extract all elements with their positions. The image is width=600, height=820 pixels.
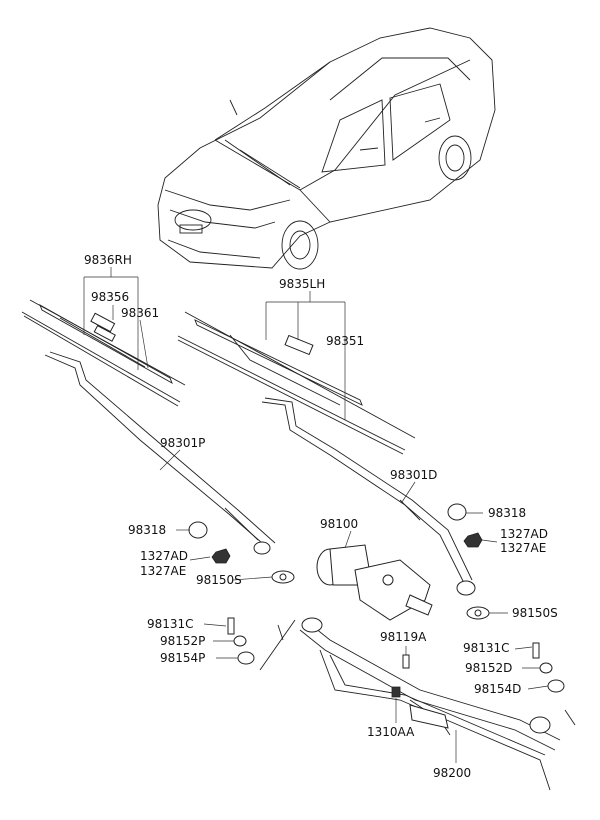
- label-98119a: 98119A: [380, 630, 427, 644]
- label-98150s-left: 98150S: [196, 573, 242, 587]
- label-98351: 98351: [326, 334, 364, 348]
- arm-98301p: [44, 351, 276, 555]
- label-98131c-right: 98131C: [463, 641, 510, 655]
- label-9835lh: 9835LH: [279, 277, 325, 291]
- label-98301d: 98301D: [390, 468, 437, 482]
- label-98154p: 98154P: [160, 651, 205, 665]
- label-98150s-right: 98150S: [512, 606, 558, 620]
- leader-lines: [83, 267, 549, 763]
- blade-rh: [21, 299, 186, 407]
- blade-lh: [177, 311, 416, 455]
- label-98100: 98100: [320, 517, 358, 531]
- bushing-98152p: [233, 635, 247, 647]
- linkage-98200: [259, 617, 576, 791]
- cap-98318-right: [447, 503, 467, 521]
- bushing-98152d: [539, 662, 553, 674]
- part-labels: 9836RH 98356 98361 9835LH 98351 98301P 9…: [84, 253, 558, 780]
- label-1327ad-left: 1327AD: [140, 549, 188, 563]
- label-98318-left: 98318: [128, 523, 166, 537]
- motor-98100: [316, 544, 433, 621]
- arm-98301d: [261, 397, 476, 596]
- nut-1310aa: [391, 686, 401, 698]
- bolt-98131c-right: [532, 642, 540, 659]
- nut-1327-left: [211, 548, 231, 564]
- bolt-98119a: [402, 654, 410, 669]
- bushing-98154d: [547, 679, 565, 693]
- label-98361: 98361: [121, 306, 159, 320]
- label-98318-right: 98318: [488, 506, 526, 520]
- label-1327ad-right: 1327AD: [500, 527, 548, 541]
- bolt-98131c-left: [227, 617, 235, 635]
- bushing-98154p: [237, 651, 255, 665]
- label-98200: 98200: [433, 766, 471, 780]
- cap-98318-left: [188, 521, 208, 539]
- label-98152p: 98152P: [160, 634, 205, 648]
- nut-1327-right: [463, 532, 483, 548]
- label-98152d: 98152D: [465, 661, 512, 675]
- label-1327ae-left: 1327AE: [140, 564, 186, 578]
- car-illustration: [157, 27, 496, 270]
- label-98154d: 98154D: [474, 682, 521, 696]
- label-98356: 98356: [91, 290, 129, 304]
- label-1310aa: 1310AA: [367, 725, 415, 739]
- label-98301p: 98301P: [160, 436, 205, 450]
- label-98131c-left: 98131C: [147, 617, 194, 631]
- label-1327ae-right: 1327AE: [500, 541, 546, 555]
- label-9836rh: 9836RH: [84, 253, 132, 267]
